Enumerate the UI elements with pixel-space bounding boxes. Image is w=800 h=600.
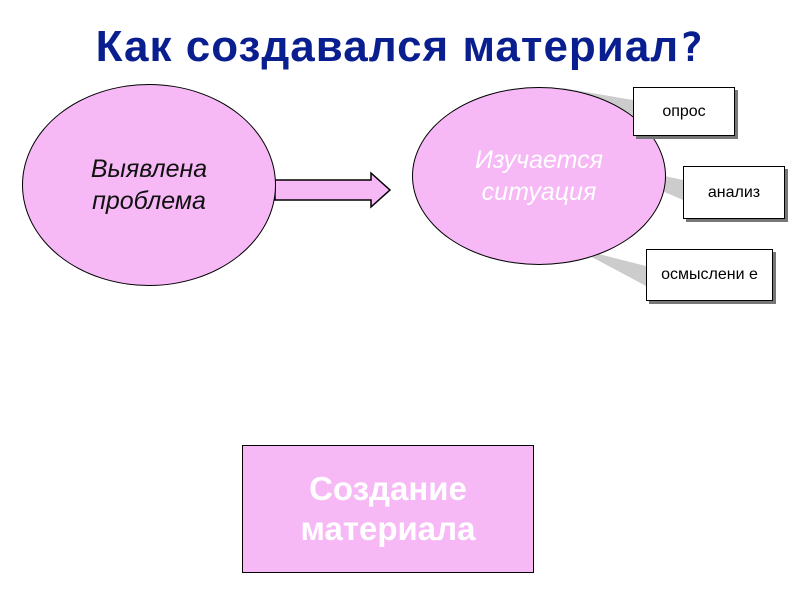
callout-survey-label: опрос (662, 102, 706, 120)
node-creation: Создание материала (242, 445, 534, 573)
callout-analysis: анализ (683, 166, 785, 219)
callout-reflection: осмыслени е (646, 249, 773, 301)
callout-pointer-reflection (575, 248, 646, 286)
arrow-problem-to-situation (274, 171, 392, 209)
node-situation-label: Изучается ситуация (474, 146, 604, 206)
node-problem: Выявлена проблема (22, 84, 276, 286)
page-title-text: Как создавался материал (95, 22, 680, 71)
node-problem-label: Выявлена проблема (90, 155, 208, 215)
page-title: Как создавался материал? (0, 22, 800, 72)
node-situation: Изучается ситуация (412, 87, 666, 265)
page-title-mark: ? (679, 25, 705, 71)
callout-survey: опрос (633, 87, 735, 136)
callout-reflection-label: осмыслени е (661, 266, 758, 283)
node-creation-label: Создание материала (300, 470, 476, 547)
callout-analysis-label: анализ (707, 183, 761, 201)
